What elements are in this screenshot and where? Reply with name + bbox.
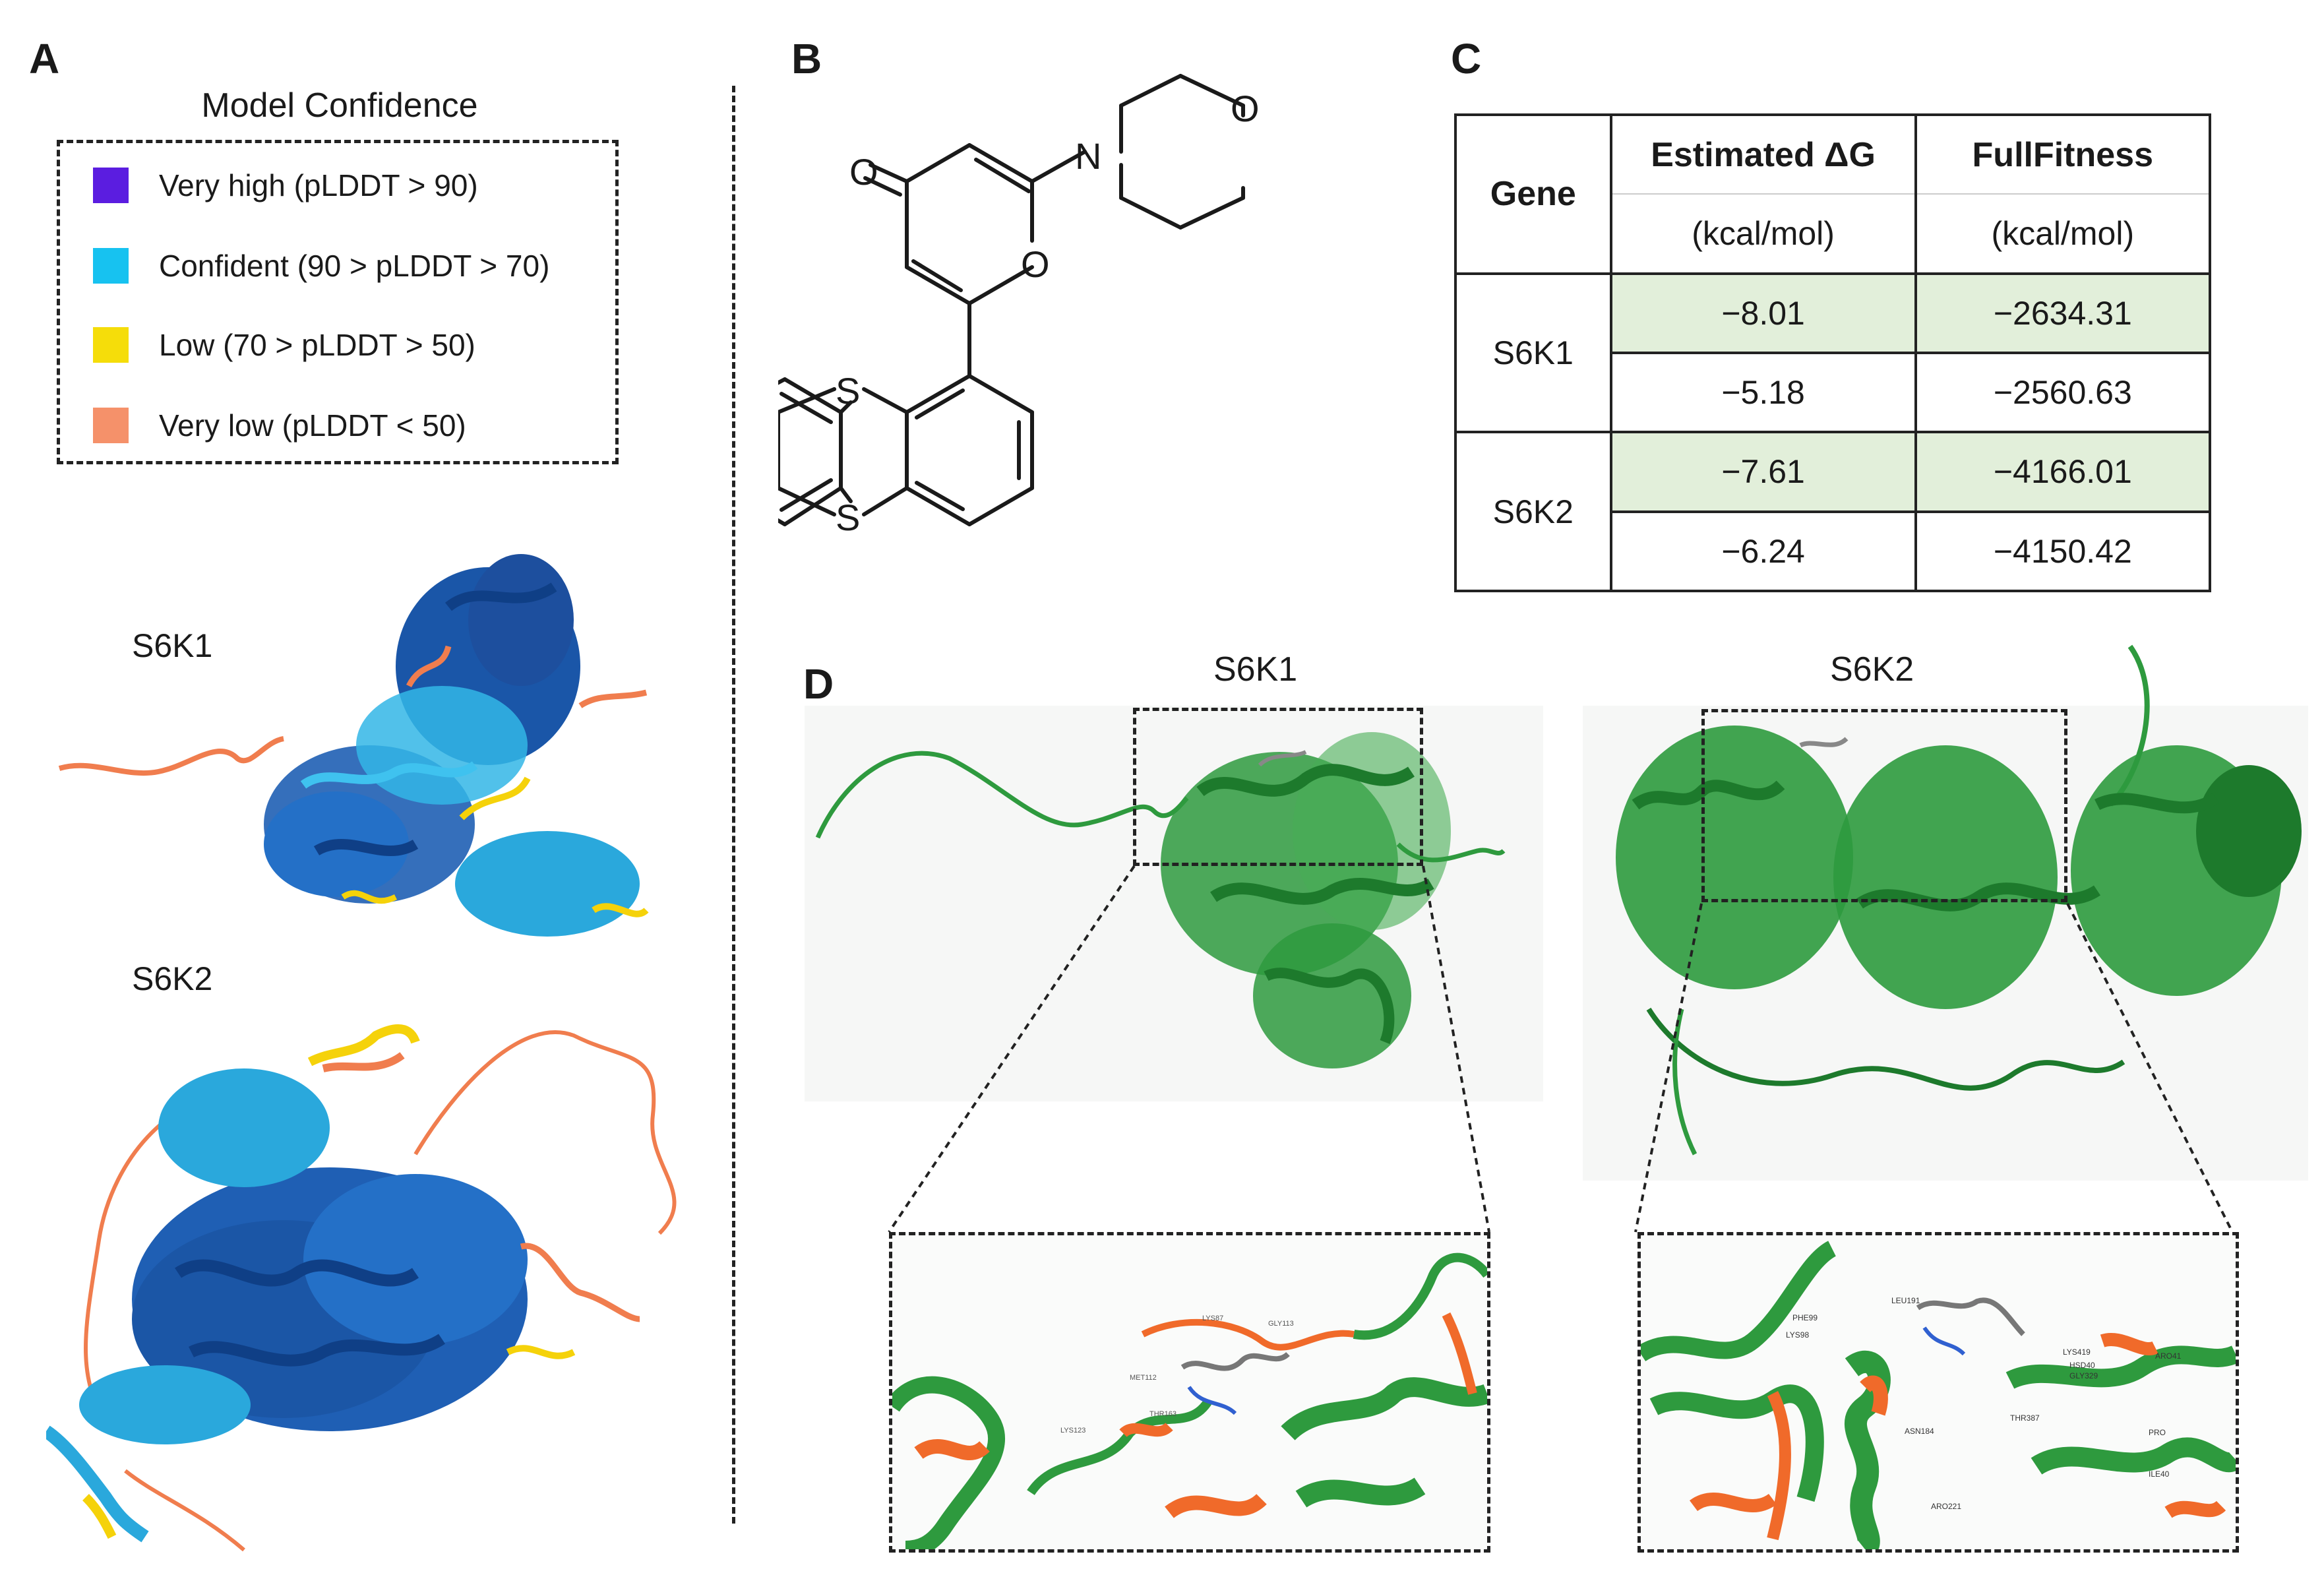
dg-cell: −7.61: [1609, 431, 1917, 513]
confidence-legend: Very high (pLDDT > 90) Confident (90 > p…: [57, 140, 619, 464]
atom-s-top: S: [836, 370, 861, 412]
residue-label: PHE99: [1792, 1313, 1818, 1322]
s6k1-binding-site-box: [1133, 708, 1423, 866]
dg-cell: −6.24: [1609, 510, 1917, 593]
atom-s-bottom: S: [836, 497, 861, 538]
atom-o-ring: O: [1021, 243, 1050, 285]
residue-label: ILE40: [2149, 1469, 2170, 1479]
legend-label: Very low (pLDDT < 50): [159, 408, 466, 443]
residue-label: MET112: [1130, 1374, 1157, 1382]
residue-label: LYS87: [1202, 1314, 1224, 1322]
residue-label: LYS98: [1786, 1330, 1810, 1340]
gene-cell-s6k1: S6K1: [1454, 272, 1612, 434]
ff-cell: −4166.01: [1914, 431, 2212, 513]
legend-title: Model Confidence: [201, 86, 478, 125]
dg-cell: −5.18: [1609, 351, 1917, 434]
legend-label: Very high (pLDDT > 90): [159, 168, 478, 202]
atom-o-carbonyl: O: [849, 151, 878, 193]
panel-label-c: C: [1451, 35, 1482, 82]
atom-n-morpholine: N: [1075, 135, 1102, 177]
structure-label-s6k1: S6K1: [132, 627, 213, 664]
header-fullfitness: FullFitness: [1914, 113, 2212, 195]
legend-swatch: [93, 248, 129, 284]
ff-cell: −2634.31: [1914, 272, 2212, 354]
s6k2-zoom-panel: LEU191 PHE99 LYS419 HSD40 GLY329 LYS98 A…: [1637, 1232, 2239, 1553]
residue-label: LEU191: [1891, 1296, 1920, 1305]
dg-cell: −8.01: [1609, 272, 1917, 354]
legend-item-very-low: Very low (pLDDT < 50): [93, 406, 466, 445]
gene-cell-s6k2: S6K2: [1454, 431, 1612, 592]
legend-swatch: [93, 327, 129, 363]
s6k2-binding-pocket: [1641, 1235, 2236, 1549]
residue-label: LYS123: [1060, 1427, 1086, 1435]
panel-label-a: A: [29, 35, 60, 82]
header-gene: Gene: [1454, 113, 1612, 275]
structure-label-s6k2: S6K2: [132, 960, 213, 997]
legend-swatch: [93, 168, 129, 203]
residue-label: ARO221: [1931, 1502, 1962, 1511]
header-estimated-dg: Estimated ΔG: [1609, 113, 1917, 195]
residue-label: ASN184: [1905, 1427, 1934, 1436]
panel-divider: [732, 86, 735, 1524]
docking-title-s6k1: S6K1: [1213, 650, 1298, 689]
legend-item-low: Low (70 > pLDDT > 50): [93, 325, 475, 365]
panel-label-d: D: [803, 660, 834, 708]
ff-cell: −4150.42: [1914, 510, 2212, 593]
s6k2-alphafold-structure: [46, 1024, 677, 1552]
atom-o-morpholine: O: [1231, 88, 1260, 129]
residue-label: THR387: [2010, 1413, 2040, 1423]
docking-energy-table: Gene Estimated ΔG FullFitness (kcal/mol)…: [1454, 113, 2212, 593]
ff-cell: −2560.63: [1914, 351, 2212, 434]
s6k1-zoom-panel: LYS87 MET112 THR163 LYS123 GLY113: [889, 1232, 1490, 1553]
residue-label: LYS419: [2063, 1347, 2091, 1357]
chemical-structure: [778, 74, 1245, 526]
s6k1-binding-pocket: [892, 1235, 1487, 1549]
legend-item-confident: Confident (90 > pLDDT > 70): [93, 246, 549, 286]
unit-dg: (kcal/mol): [1609, 193, 1917, 275]
s6k1-alphafold-structure: [58, 554, 649, 937]
residue-label: PRO: [2149, 1428, 2166, 1437]
unit-ff: (kcal/mol): [1914, 193, 2212, 275]
residue-label: THR163: [1149, 1410, 1177, 1418]
legend-swatch: [93, 408, 129, 443]
residue-label: GLY329: [2069, 1371, 2098, 1380]
legend-label: Low (70 > pLDDT > 50): [159, 328, 475, 362]
legend-item-very-high: Very high (pLDDT > 90): [93, 166, 478, 205]
zoom-connectors: [888, 865, 2234, 1233]
docking-title-s6k2: S6K2: [1830, 650, 1914, 689]
residue-label: HSD40: [2069, 1361, 2095, 1370]
panel-label-b: B: [791, 35, 822, 82]
s6k2-binding-site-box: [1701, 709, 2067, 902]
residue-label: GLY113: [1268, 1320, 1294, 1328]
chemical-structure-left-ring: [778, 377, 853, 526]
legend-label: Confident (90 > pLDDT > 70): [159, 249, 550, 283]
residue-label: ARO41: [2155, 1351, 2182, 1361]
